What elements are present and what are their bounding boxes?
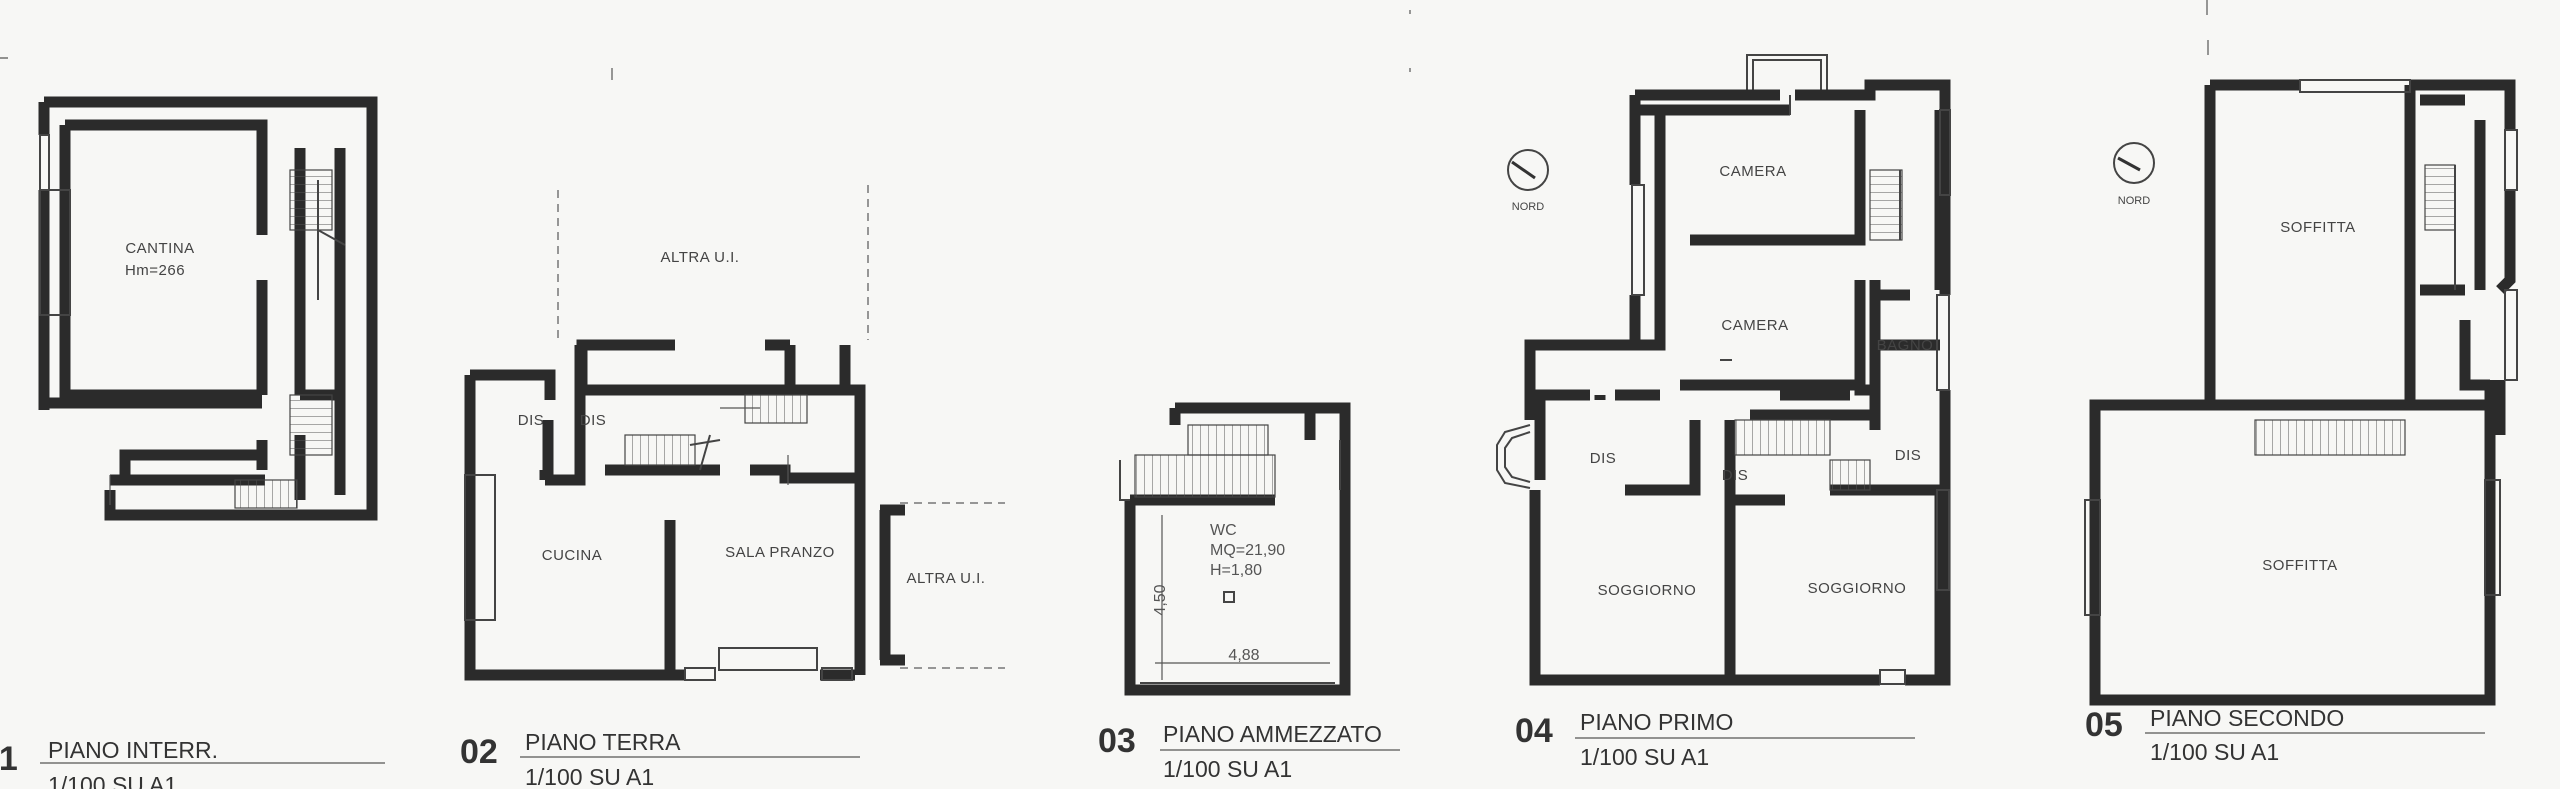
plan-number: 05 [2085,706,2123,744]
room-label: CUCINA [542,547,603,564]
title-block-05: 05 PIANO SECONDO 1/100 SU A1 [2085,705,2485,765]
room-label: ALTRA U.I. [907,570,986,587]
plan-title: PIANO PRIMO [1580,709,1733,735]
plan-number: 04 [1515,712,1553,750]
plan-02: DIS DIS CUCINA SALA PRANZO ALTRA U.I. AL… [464,68,1005,681]
room-label: SOGGIORNO [1598,582,1697,599]
room-label: DIS [580,412,607,429]
room-label: ALTRA U.I. [661,249,740,266]
plan-05: NORD SOFFITTA SOFFITTA [2084,0,2518,706]
north-compass: NORD [1507,149,1549,213]
room-area: MQ=21,90 [1210,542,1285,559]
title-block-03: 03 PIANO AMMEZZATO 1/100 SU A1 [1098,721,1400,782]
room-label: SOGGIORNO [1808,580,1907,597]
plan-04: NORD CAMERA CAMERA BAGNO DIS DIS DIS [1496,54,1951,686]
room-label: CAMERA [1719,163,1786,180]
plan-number: 02 [460,733,498,771]
room-height: H=1,80 [1210,562,1262,579]
plan-scale: 1/100 SU A1 [1580,744,1709,770]
room-label: DIS [1722,467,1749,484]
room-label: BAGNO [1877,337,1934,354]
plan-scale: 1/100 SU A1 [48,772,177,789]
plan-03: WC MQ=21,90 H=1,80 4,88 4,50 [1119,402,1351,696]
plan-title: PIANO AMMEZZATO [1163,721,1382,747]
plan-title: PIANO SECONDO [2150,705,2344,731]
room-label: WC [1210,522,1237,539]
plan-number: 01 [0,740,18,778]
plan-scale: 1/100 SU A1 [2150,739,2279,765]
room-label: DIS [1590,450,1617,467]
room-note: Hm=266 [125,262,185,279]
svg-text:NORD: NORD [2118,195,2150,207]
room-label: SALA PRANZO [725,544,835,561]
dimension-depth: 4,50 [1152,584,1169,615]
title-block-02: 02 PIANO TERRA 1/100 SU A1 [460,729,860,789]
plan-title: PIANO INTERR. [48,737,218,763]
plan-scale: 1/100 SU A1 [525,764,654,789]
room-label: DIS [518,412,545,429]
plan-title: PIANO TERRA [525,729,681,755]
room-label: CANTINA [125,240,194,257]
title-block-01: 01 PIANO INTERR. 1/100 SU A1 [0,737,385,789]
dimension-width: 4,88 [1228,647,1259,664]
north-compass: NORD [2113,142,2155,207]
room-label: SOFFITTA [2262,557,2337,574]
room-label: SOFFITTA [2280,219,2355,236]
room-label: DIS [1895,447,1922,464]
title-block-04: 04 PIANO PRIMO 1/100 SU A1 [1515,709,1915,770]
plan-01: CANTINA Hm=266 [38,96,378,521]
room-label: CAMERA [1721,317,1788,334]
svg-text:NORD: NORD [1512,201,1544,213]
plan-number: 03 [1098,722,1136,760]
plan-scale: 1/100 SU A1 [1163,756,1292,782]
